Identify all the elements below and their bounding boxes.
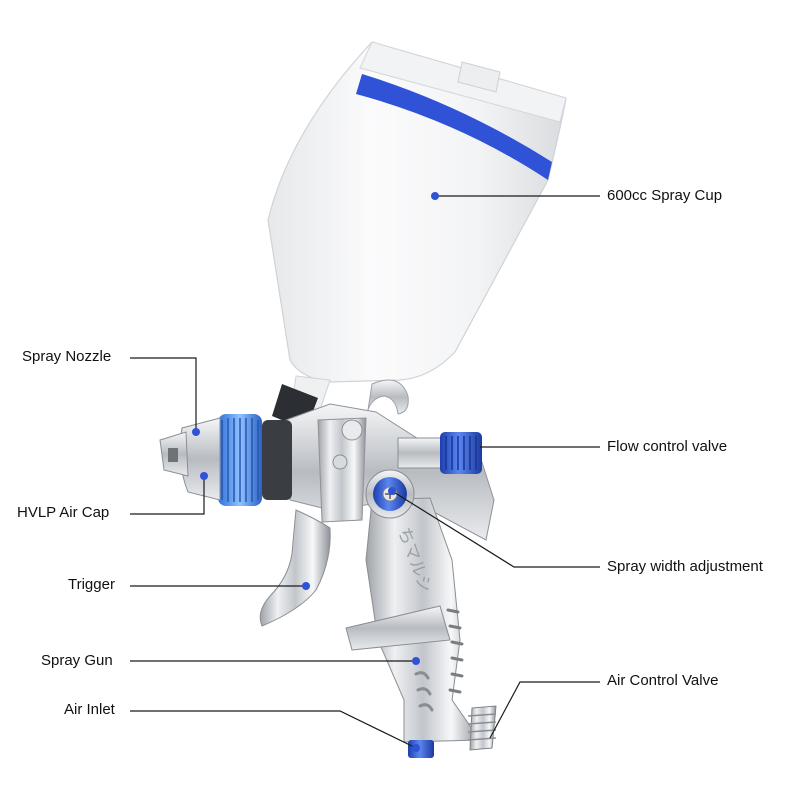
dot-trigger [302,582,310,590]
leader-spray-width [391,490,600,568]
dot-hvlp-air-cap [200,472,208,480]
gun-body: ちマルシ [285,379,497,758]
leader-hvlp-air-cap [130,476,205,515]
marker-dots [192,192,439,752]
dot-air-inlet [412,744,420,752]
label-flow-control-valve: Flow control valve [607,438,728,455]
leader-air-inlet [130,710,417,749]
leader-air-control [489,681,600,739]
air-inlet-cap [408,740,434,758]
spray-cup [267,41,567,430]
label-spray-nozzle: Spray Nozzle [22,348,112,365]
label-air-control-valve: Air Control Valve [607,672,719,689]
dot-spray-width [388,487,396,495]
dot-spray-nozzle [192,428,200,436]
leader-spray-nozzle [130,357,197,432]
label-trigger: Trigger [68,576,115,593]
label-air-inlet: Air Inlet [64,701,115,718]
cup-blue-band [356,74,552,180]
air-cap-assembly [159,414,292,506]
trigger [259,509,331,627]
label-spray-cup: 600cc Spray Cup [607,187,723,204]
dot-spray-cup [431,192,439,200]
label-spray-gun: Spray Gun [41,652,113,669]
flow-control-valve [397,432,482,474]
dot-spray-gun [412,657,420,665]
label-spray-width-adjustment: Spray width adjustment [607,558,763,575]
leader-lines [130,195,600,749]
label-hvlp-air-cap: HVLP Air Cap [17,504,110,521]
